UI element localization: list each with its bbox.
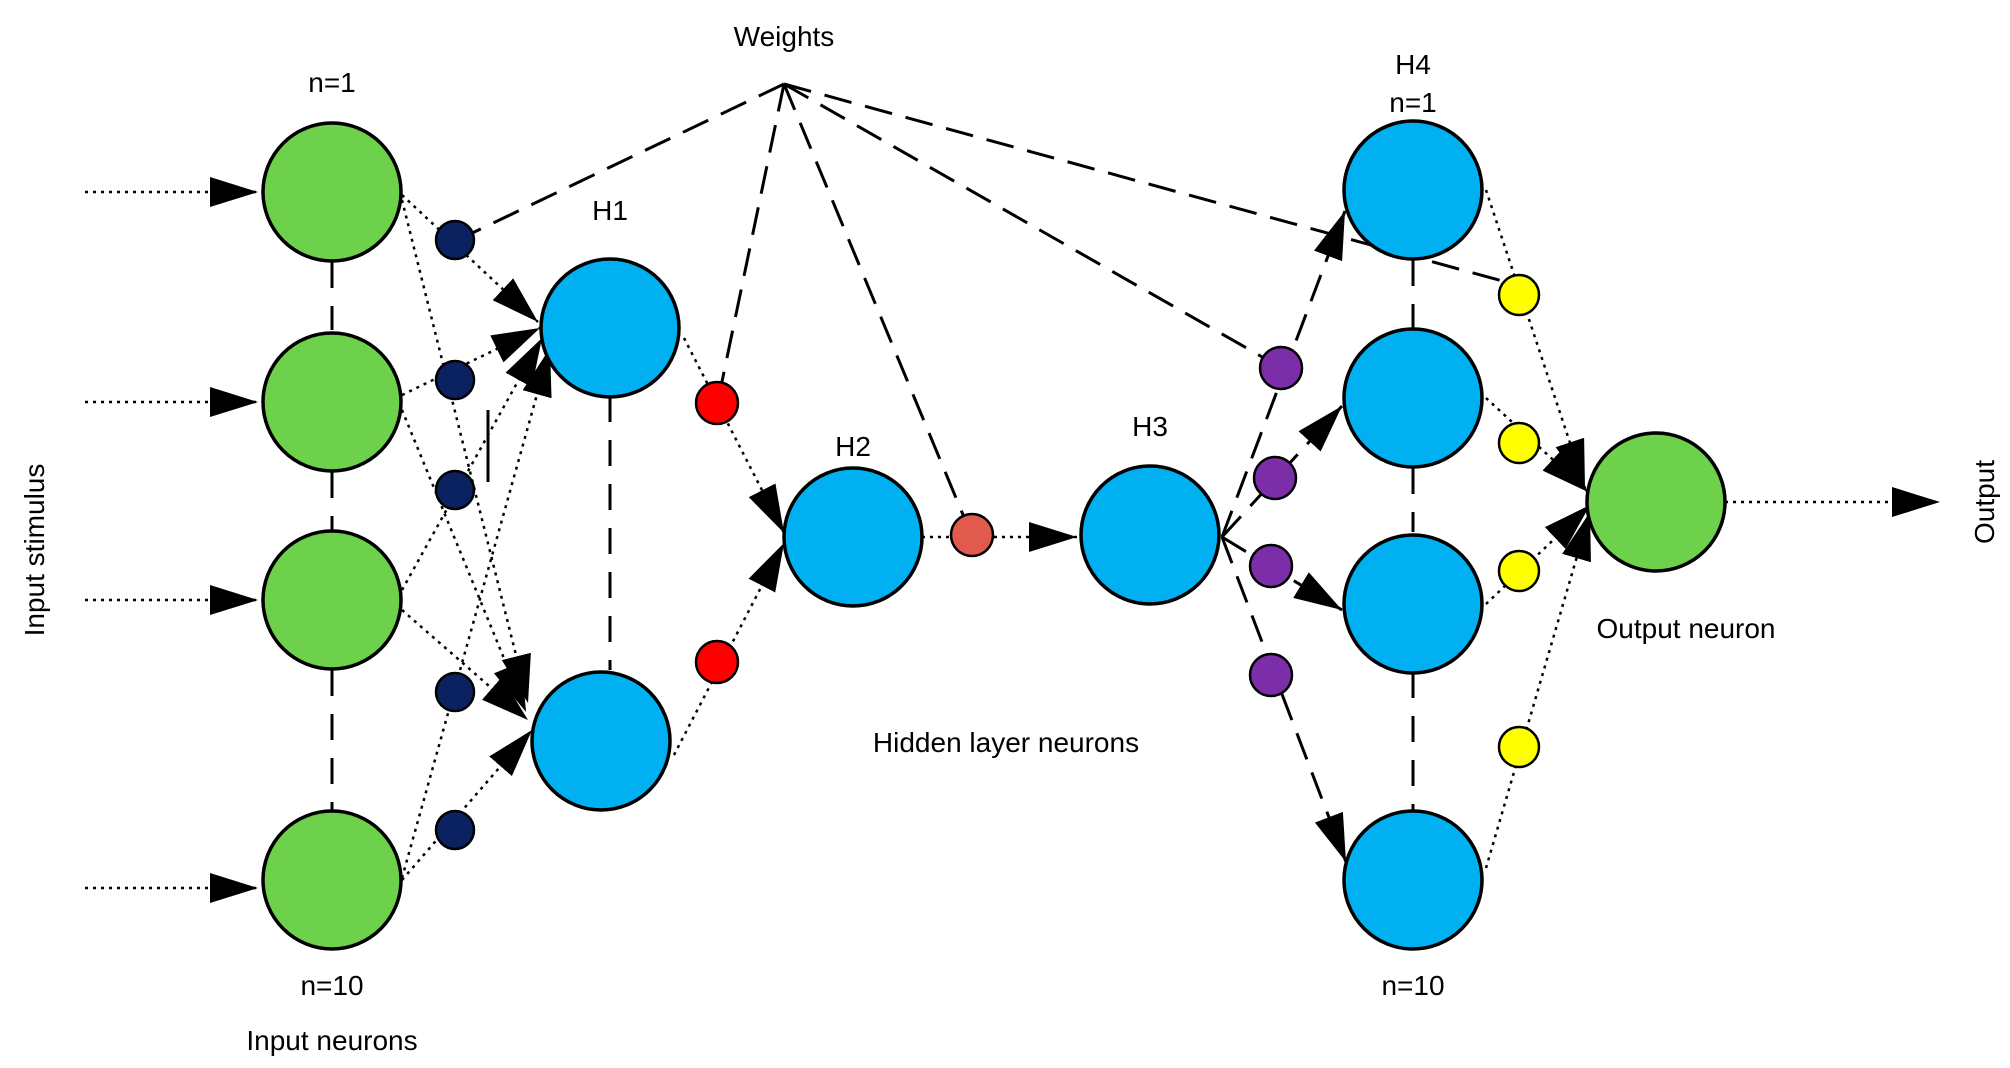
- weight-dot: [434, 469, 476, 511]
- weight-dot: [949, 512, 995, 558]
- weight-dot: [434, 359, 476, 401]
- hidden-neuron-h2: [782, 466, 924, 608]
- weight-dot: [1497, 421, 1541, 465]
- weights-label: Weights: [734, 21, 835, 52]
- hidden-neuron-h3: [1079, 464, 1221, 606]
- output-label: Output: [1969, 460, 2000, 544]
- weights-h3-h4: [1248, 345, 1304, 698]
- hidden-neuron-h4: [1342, 327, 1484, 469]
- weight-dot: [1252, 455, 1298, 501]
- h3-to-h4-connections: [1220, 210, 1348, 863]
- h4-n1-label: n=1: [1389, 87, 1437, 118]
- output-neuron: [1585, 431, 1727, 573]
- input-n10-label: n=10: [300, 970, 363, 1001]
- input-neuron: [261, 809, 403, 951]
- h4-n10-label: n=10: [1381, 970, 1444, 1001]
- hidden-layer-neurons-label: Hidden layer neurons: [873, 727, 1139, 758]
- h1-label: H1: [592, 195, 628, 226]
- hidden-neuron-h4: [1342, 119, 1484, 261]
- hidden-neuron-h4: [1342, 533, 1484, 675]
- input-layer: [261, 121, 403, 951]
- h2-label: H2: [835, 431, 871, 462]
- weight-dot: [694, 380, 740, 426]
- hidden-neuron-h1: [539, 257, 681, 399]
- weights-h4-output: [1497, 273, 1541, 769]
- h4-layer: [1342, 119, 1484, 951]
- weight-dot: [1497, 273, 1541, 317]
- weights-connectors: [465, 82, 1507, 523]
- weights-input-h1: [434, 219, 476, 851]
- weight-dot: [434, 809, 476, 851]
- weight-dot: [1497, 725, 1541, 769]
- weight-dot: [1258, 345, 1304, 391]
- weight-dot: [1248, 652, 1294, 698]
- weight-dot: [434, 671, 476, 713]
- input-neurons-label: Input neurons: [246, 1025, 417, 1056]
- weight-dot: [694, 639, 740, 685]
- weight-dot: [434, 219, 476, 261]
- input-to-h1-connections: [400, 194, 552, 881]
- weight-dot: [1497, 549, 1541, 593]
- input-neuron: [261, 121, 403, 263]
- weight-dot: [1248, 543, 1294, 589]
- input-neuron: [261, 331, 403, 473]
- h2-layer: [782, 466, 924, 608]
- h3-layer: [1079, 464, 1221, 606]
- h3-label: H3: [1132, 411, 1168, 442]
- h4-label: H4: [1395, 49, 1431, 80]
- weights-h2-h3: [949, 512, 995, 558]
- h1-layer: [530, 257, 681, 812]
- hidden-neuron-h4: [1342, 809, 1484, 951]
- output-layer: [1585, 431, 1727, 573]
- output-neuron-label: Output neuron: [1596, 613, 1775, 644]
- hidden-neuron-h1: [530, 670, 672, 812]
- input-n1-label: n=1: [308, 67, 356, 98]
- input-stimulus-label: Input stimulus: [19, 464, 50, 637]
- input-neuron: [261, 529, 403, 671]
- weights-h1-h2: [694, 380, 740, 685]
- h4-to-output-connections: [1484, 189, 1592, 869]
